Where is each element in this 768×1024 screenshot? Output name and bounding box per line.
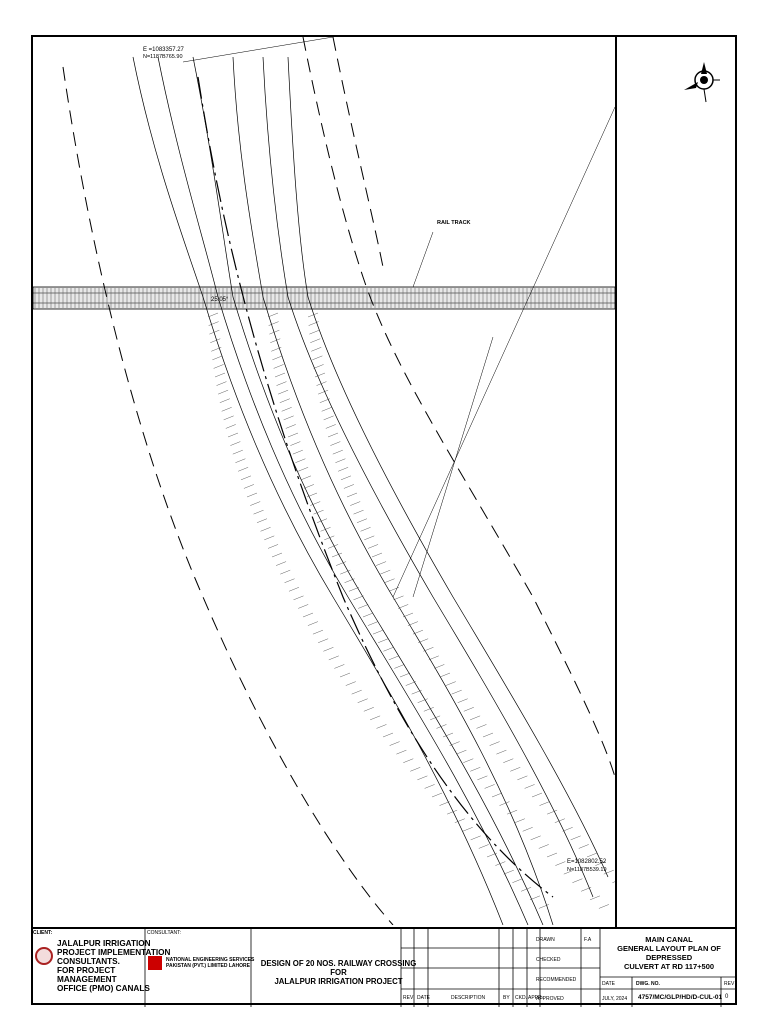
rev-header-description: DESCRIPTION <box>451 995 486 1001</box>
rev-header-rev: REV <box>403 995 414 1001</box>
dwg-no-value: 4757/MC/GLP/HD/D-CUL-01 <box>638 994 723 1001</box>
client-label: CLIENT: <box>33 930 53 936</box>
date-value: JULY, 2024 <box>602 996 628 1002</box>
drawn-by-value: F.A <box>584 937 592 943</box>
canal-centerline <box>197 76 554 898</box>
rev-header-ckd: CKD. <box>515 995 527 1001</box>
rev-header-by: BY <box>503 995 510 1001</box>
title-block-grid <box>144 929 737 1007</box>
right-margin-divider <box>615 35 617 927</box>
consultant-name: NATIONAL ENGINEERING SERVICES PAKISTAN (… <box>166 957 255 969</box>
rev-label: REV <box>724 981 735 987</box>
dwg-no-label: DWG. NO. <box>636 981 660 987</box>
sign-approved-label: APPROVED <box>536 996 564 1002</box>
rev-value: 0 <box>725 994 729 1000</box>
client-name: JALALPUR IRRIGATION PROJECT IMPLEMENTATI… <box>57 939 171 993</box>
sign-checked-label: CHECKED <box>536 957 561 963</box>
coord-bottom-e: E=1082802.52 <box>567 859 607 865</box>
leader-lines <box>182 37 615 598</box>
rev-header-date: DATE <box>417 995 430 1001</box>
bank-hatching <box>207 312 615 909</box>
coord-top-e: E =1083357.27 <box>143 47 185 53</box>
client-logo <box>35 947 53 965</box>
title-block: CLIENT: JALALPUR IRRIGATION PROJECT IMPL… <box>31 927 737 1007</box>
boundary-lines <box>62 37 615 925</box>
rail-track <box>33 286 615 310</box>
sign-drawn-label: DRAWN <box>536 937 555 943</box>
consultant-label: CONSULTANT: <box>147 930 181 936</box>
project-title: DESIGN OF 20 NOS. RAILWAY CROSSING FOR J… <box>260 959 417 986</box>
coord-bottom-n: N=1187B539.19 <box>567 867 607 873</box>
sheet-title: MAIN CANAL GENERAL LAYOUT PLAN OF DEPRES… <box>617 935 721 971</box>
rev-header-appr: APPR. <box>528 995 544 1001</box>
layout-plan-drawing: E =1083357.27 N=1187B765.90 RAIL TRACK 2… <box>33 37 615 925</box>
north-arrow-icon <box>684 62 720 103</box>
coord-top-n: N=1187B765.90 <box>143 54 183 60</box>
rail-track-label: RAIL TRACK <box>437 220 471 226</box>
drawing-sheet-border <box>31 35 737 1005</box>
sign-recommended-label: RECOMMENDED <box>536 977 577 983</box>
canal-banks <box>132 56 609 925</box>
date-label: DATE <box>602 981 615 987</box>
consultant-logo <box>148 956 162 970</box>
angle-label: 25.05° <box>211 297 229 303</box>
